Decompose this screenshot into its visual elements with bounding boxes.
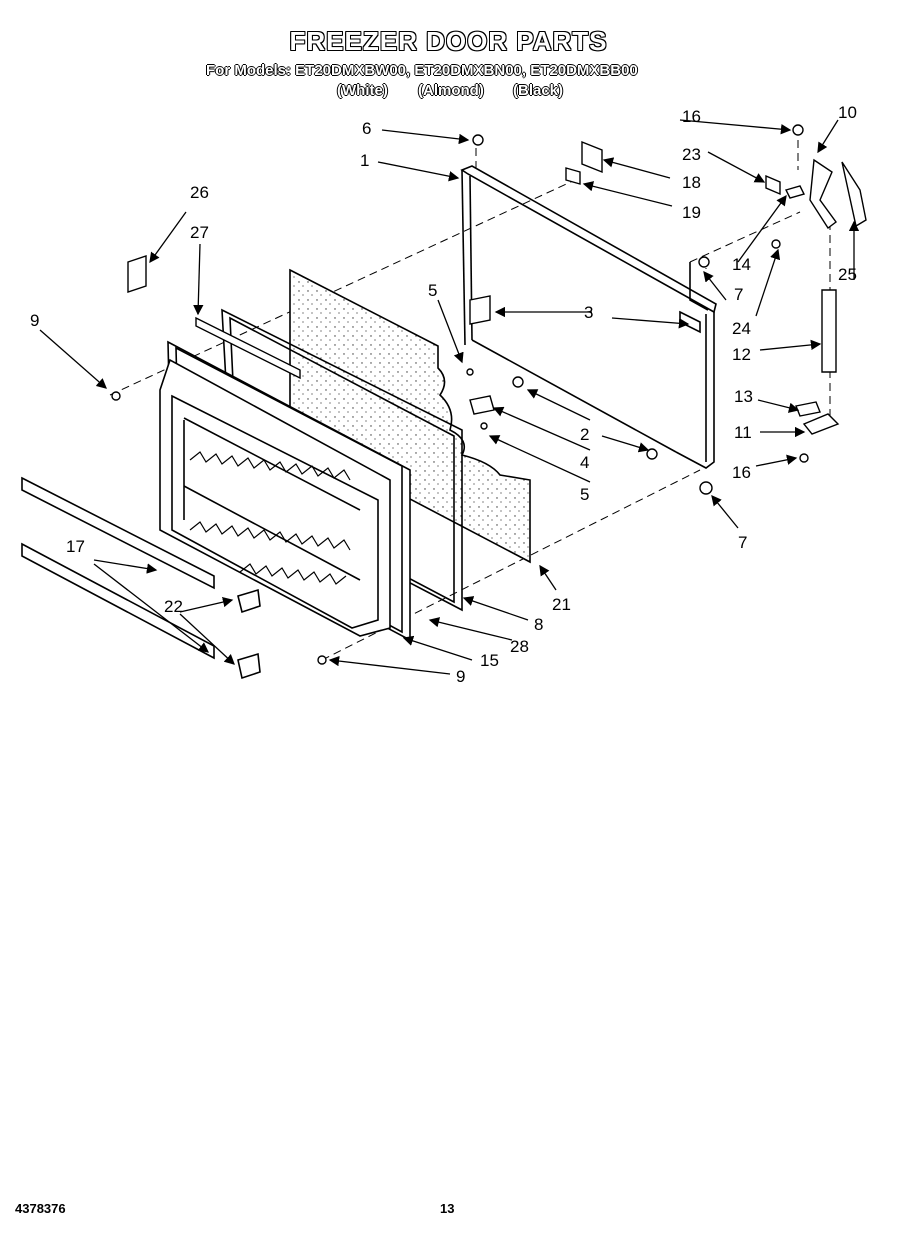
callout-24: 24 [732, 319, 751, 338]
callout-labels: 1 2 3 4 5 5 6 7 7 8 9 9 10 11 12 13 14 1… [30, 103, 857, 686]
callout-28: 28 [510, 637, 529, 656]
models-line: For Models: ET20DMXBW00, ET20DMXBN00, ET… [206, 62, 638, 79]
callout-7b: 7 [738, 533, 747, 552]
callout-9b: 9 [456, 667, 465, 686]
callout-16b: 16 [732, 463, 751, 482]
callout-5a: 5 [428, 281, 437, 300]
color-white: (White) [337, 82, 388, 99]
callout-26: 26 [190, 183, 209, 202]
doc-number: 4378376 [15, 1201, 66, 1216]
liner-ribs [189, 451, 351, 585]
callout-21: 21 [552, 595, 571, 614]
door-shelves [21, 476, 261, 680]
callout-1: 1 [360, 151, 369, 170]
callout-19: 19 [682, 203, 701, 222]
page-number: 13 [440, 1201, 455, 1216]
leader-lines [39, 119, 860, 675]
callout-5b: 5 [580, 485, 589, 504]
page-title: FREEZER DOOR PARTS [289, 26, 608, 56]
callout-17: 17 [66, 537, 85, 556]
callout-12: 12 [732, 345, 751, 364]
callout-13: 13 [734, 387, 753, 406]
color-black: (Black) [513, 82, 564, 99]
callout-22: 22 [164, 597, 183, 616]
callout-15: 15 [480, 651, 499, 670]
callout-25: 25 [838, 265, 857, 284]
callout-4: 4 [580, 453, 589, 472]
callout-14: 14 [732, 255, 751, 274]
callout-10: 10 [838, 103, 857, 122]
callout-18: 18 [682, 173, 701, 192]
insulation-panel [289, 268, 531, 564]
callout-27: 27 [190, 223, 209, 242]
callout-11: 11 [734, 423, 752, 442]
callout-2: 2 [580, 425, 589, 444]
callout-7a: 7 [734, 285, 743, 304]
callout-16a: 16 [682, 107, 701, 126]
callout-9a: 9 [30, 311, 39, 330]
callout-3: 3 [584, 303, 593, 322]
callout-6: 6 [362, 119, 371, 138]
callout-23: 23 [682, 145, 701, 164]
color-almond: (Almond) [418, 82, 484, 99]
callout-8: 8 [534, 615, 543, 634]
small-parts [111, 124, 867, 665]
